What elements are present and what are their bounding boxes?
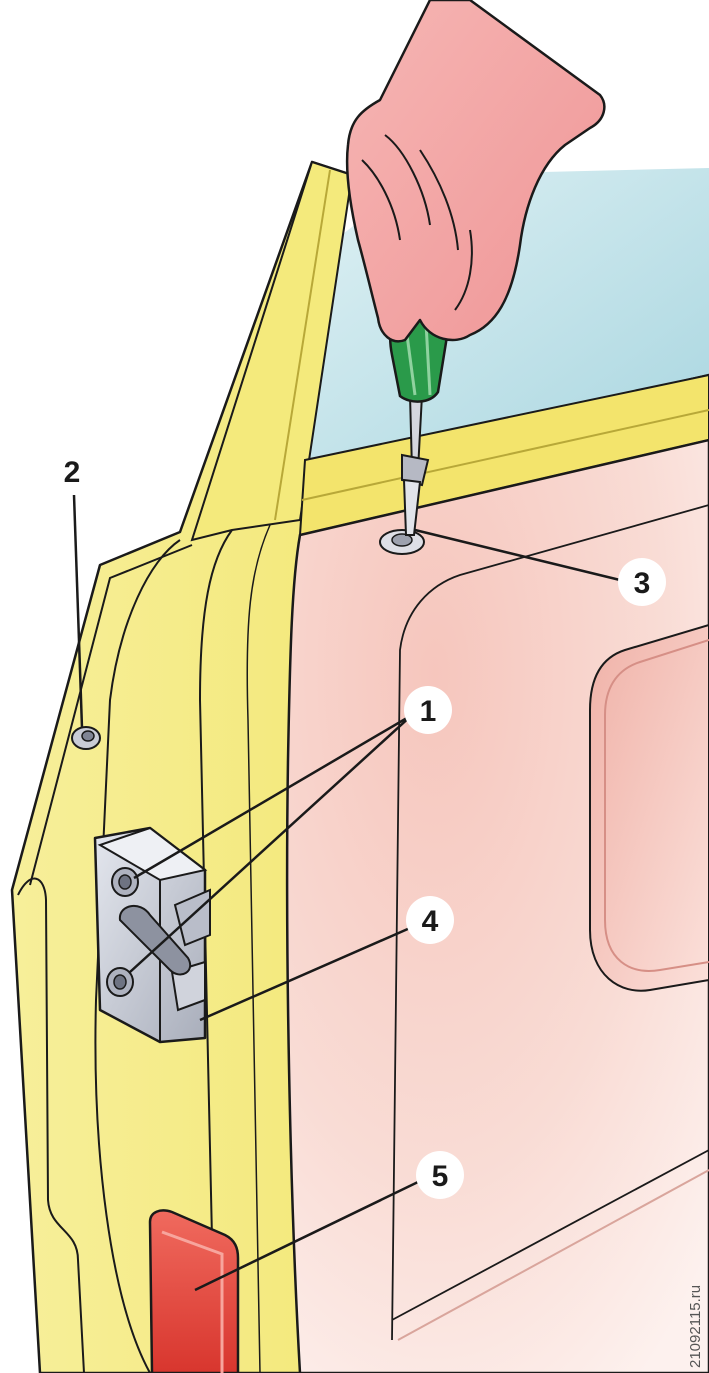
watermark: 21092115.ru — [687, 1285, 704, 1368]
leader-1a — [133, 713, 413, 880]
svg-text:3: 3 — [634, 567, 651, 600]
callout-2: 2 — [64, 456, 81, 489]
trim-panel-lower-edge — [391, 1149, 709, 1321]
svg-text:4: 4 — [422, 905, 439, 938]
leader-lines — [72, 494, 621, 1292]
reflector-icon — [148, 1209, 240, 1373]
leader-1b — [129, 714, 413, 973]
leader-5 — [194, 1180, 419, 1292]
door-frame-edge — [29, 544, 193, 886]
trim-screw-icon — [379, 529, 425, 555]
trim-panel-lower-edge-2 — [397, 1169, 709, 1341]
callout-3: 3 — [618, 558, 666, 606]
door-channel — [94, 539, 181, 1373]
screw-icon — [71, 726, 101, 750]
door-frame-flange — [17, 877, 85, 1373]
callout-4: 4 — [406, 896, 454, 944]
hand-icon — [345, 0, 606, 343]
door-lock-icon — [93, 826, 211, 1044]
svg-text:2: 2 — [64, 456, 81, 489]
leader-3 — [414, 528, 621, 582]
svg-text:5: 5 — [432, 1160, 449, 1193]
window-pillar — [190, 160, 354, 542]
door-pocket-inner — [604, 639, 709, 972]
lock-slot — [118, 905, 191, 976]
window-rail-groove — [301, 409, 709, 501]
door-channel-inner-2 — [246, 524, 271, 1373]
svg-text:1: 1 — [420, 695, 437, 728]
trim-panel-contour — [391, 504, 709, 1341]
leader-2 — [72, 494, 84, 729]
door-pocket — [589, 623, 709, 992]
leader-4 — [199, 926, 411, 1022]
callout-1: 1 — [404, 686, 452, 734]
door-channel-inner — [198, 529, 233, 1373]
window-pillar-groove — [274, 169, 331, 521]
callout-5: 5 — [416, 1151, 464, 1199]
